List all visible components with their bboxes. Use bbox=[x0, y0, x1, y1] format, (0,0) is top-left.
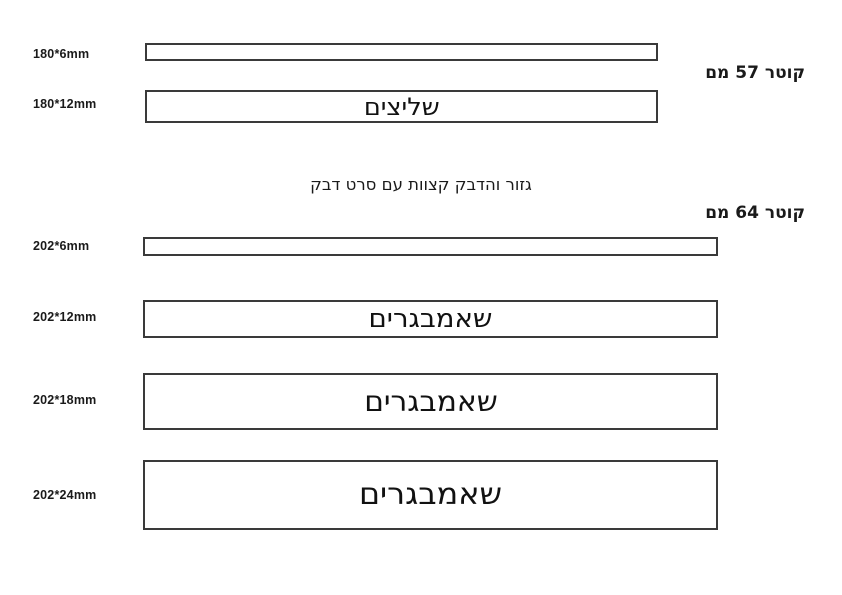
strip-180x6 bbox=[145, 43, 658, 61]
strip-202x24: שאמבגרים bbox=[143, 460, 718, 530]
dimension-label-202x24: 202*24mm bbox=[33, 488, 97, 502]
strip-word-202x18: שאמבגרים bbox=[363, 384, 498, 418]
caption-diameter-64: קוטר 64 מם bbox=[705, 203, 805, 223]
dimension-label-202x18: 202*18mm bbox=[33, 393, 97, 407]
strip-202x18: שאמבגרים bbox=[143, 373, 718, 430]
instruction-text: גזור והדבק קצוות עם סרט דבק bbox=[310, 175, 532, 194]
strip-word-202x12: שאמבגרים bbox=[368, 304, 493, 334]
strip-202x6 bbox=[143, 237, 718, 256]
strip-word-202x24: שאמבגרים bbox=[358, 477, 503, 512]
dimension-label-202x6: 202*6mm bbox=[33, 239, 90, 253]
strip-180x12: שליצים bbox=[145, 90, 658, 123]
dimension-label-202x12: 202*12mm bbox=[33, 310, 97, 324]
dimension-label-180x6: 180*6mm bbox=[33, 47, 90, 61]
strip-word-180x12: שליצים bbox=[363, 92, 440, 121]
strip-202x12: שאמבגרים bbox=[143, 300, 718, 338]
dimension-label-180x12: 180*12mm bbox=[33, 97, 97, 111]
caption-diameter-57: קוטר 57 מם bbox=[705, 63, 805, 83]
